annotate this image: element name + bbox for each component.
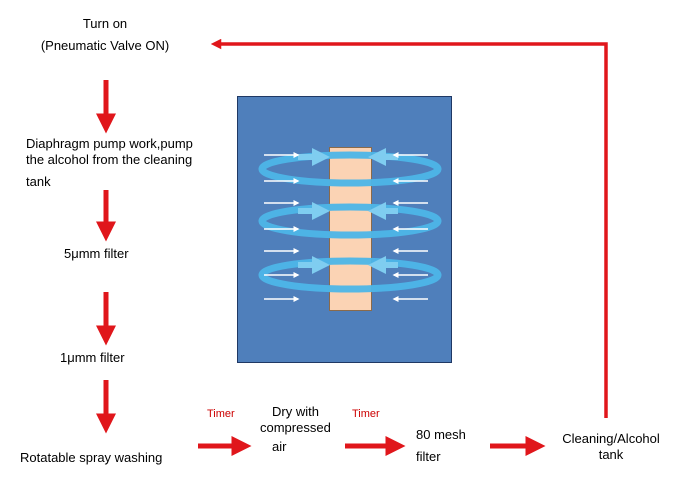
step-mesh: 80 mesh filter	[416, 427, 466, 465]
timer-label-1: Timer	[207, 408, 235, 420]
pump-line2: the alcohol from the cleaning	[26, 152, 193, 167]
step-pump: Diaphragm pump work,pump the alcohol fro…	[26, 136, 193, 190]
swirl-arrows	[258, 148, 442, 302]
step-turn-on: Turn on (Pneumatic Valve ON)	[0, 16, 210, 54]
mesh-line1: 80 mesh	[416, 427, 466, 442]
step-filter-5: 5μmm filter	[64, 246, 129, 261]
turn-on-line2: (Pneumatic Valve ON)	[40, 38, 170, 53]
arrow-return	[210, 38, 608, 418]
dry-line1: Dry with	[272, 404, 319, 419]
filter-core	[329, 147, 372, 311]
pump-line3: tank	[26, 174, 51, 189]
step-dry: Dry with compressed air	[260, 404, 331, 455]
step-spray: Rotatable spray washing	[20, 450, 163, 465]
swirl-2	[258, 203, 442, 239]
spray-washing-illustration	[237, 96, 452, 363]
turn-on-line1: Turn on	[82, 16, 128, 31]
step-filter-1: 1μmm filter	[60, 350, 125, 365]
mesh-line2: filter	[416, 449, 441, 464]
tank-line1: Cleaning/Alcohol	[562, 431, 660, 446]
swirl-3	[258, 257, 442, 293]
step-tank: Cleaning/Alcohol tank	[551, 431, 671, 463]
tank-line2: tank	[598, 447, 624, 462]
swirl-1	[258, 151, 442, 187]
timer-label-2: Timer	[352, 408, 380, 420]
dry-line3: air	[272, 439, 287, 454]
pump-line1: Diaphragm pump work,pump	[26, 136, 193, 151]
dry-line2: compressed	[260, 420, 331, 435]
